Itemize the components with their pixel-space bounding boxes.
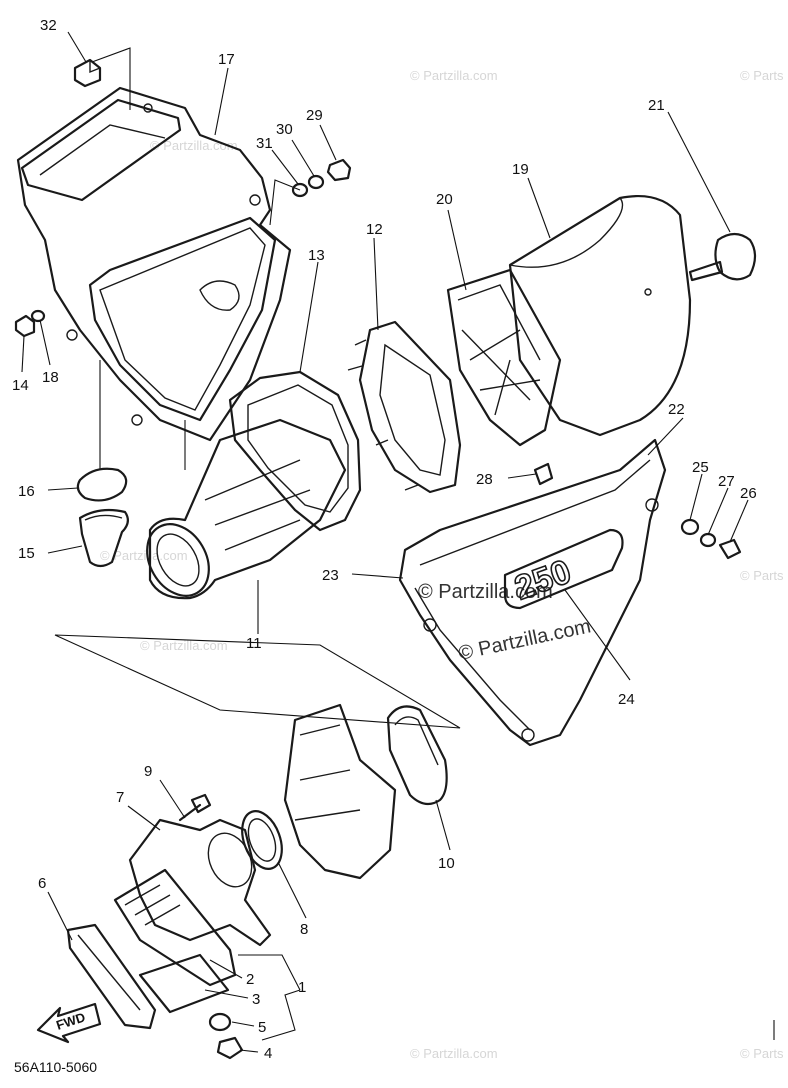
part-clamp-10: [386, 705, 448, 806]
part-28: [533, 462, 554, 486]
callout-labels: 32 17 29 30 31 21 19 20 12 13 14 18 22 2…: [12, 17, 757, 1062]
watermark: © Partzilla.com: [100, 548, 188, 563]
part-joint-15: [78, 508, 129, 568]
callout-29: 29: [306, 107, 323, 124]
part-wing-bolt-21: [688, 232, 757, 282]
leader-lines: [21, 31, 749, 1053]
part-filter-element-19: [508, 194, 692, 437]
callout-8: 8: [300, 921, 308, 938]
part-nut-5: [208, 1012, 232, 1032]
watermark: © Partzilla.com: [140, 638, 228, 653]
callout-2: 2: [246, 971, 254, 988]
callout-5: 5: [258, 1019, 266, 1036]
callout-15: 15: [18, 545, 35, 562]
part-reed-valve-2-3: [113, 868, 237, 1014]
callout-27: 27: [718, 473, 735, 490]
part-gasket-6: [66, 923, 157, 1030]
callout-30: 30: [276, 121, 293, 138]
callout-32: 32: [40, 17, 57, 34]
part-plate-12: [347, 320, 462, 494]
callout-4: 4: [264, 1045, 272, 1062]
callout-25: 25: [692, 459, 709, 476]
callout-24: 24: [618, 691, 635, 708]
callout-12: 12: [366, 221, 383, 238]
callout-14: 14: [12, 377, 29, 394]
part-intake-boot-11: [146, 418, 347, 600]
callout-10: 10: [438, 855, 455, 872]
callout-21: 21: [648, 97, 665, 114]
callout-19: 19: [512, 161, 529, 178]
callout-17: 17: [218, 51, 235, 68]
callout-3: 3: [252, 991, 260, 1008]
part-bolt-4: [216, 1036, 244, 1060]
callout-22: 22: [668, 401, 685, 418]
watermark: © Parts: [740, 1046, 784, 1061]
part-bolt-9: [178, 793, 212, 822]
part-clamp-8: [241, 810, 283, 870]
callout-9: 9: [144, 763, 152, 780]
watermark: © Partzilla.com: [150, 138, 238, 153]
watermark: © Partzilla.com: [410, 68, 498, 83]
part-bolt-32: [73, 58, 102, 88]
part-nut-14: [14, 314, 36, 338]
callout-6: 6: [38, 875, 46, 892]
callout-7: 7: [116, 789, 124, 806]
part-carburetor-joint-7: [128, 818, 272, 947]
callout-1: 1: [298, 979, 306, 996]
watermark: © Partzilla.com: [456, 615, 592, 665]
fwd-arrow-icon: FWD: [36, 1002, 102, 1044]
callout-26: 26: [740, 485, 757, 502]
part-air-box: [16, 86, 292, 442]
watermark: © Partzilla.com: [410, 1046, 498, 1061]
watermark: © Parts: [740, 568, 784, 583]
part-carburetor: [283, 703, 397, 880]
watermark: © Partzilla.com: [418, 581, 553, 603]
callout-16: 16: [18, 483, 35, 500]
part-o-ring-16: [76, 467, 128, 502]
part-washers-29-31: [291, 158, 352, 198]
part-washer-18: [30, 309, 46, 323]
callout-28: 28: [476, 471, 493, 488]
callout-23: 23: [322, 567, 339, 584]
callout-18: 18: [42, 369, 59, 386]
watermark: © Parts: [740, 68, 784, 83]
callout-13: 13: [308, 247, 325, 264]
diagram-code: 56A110-5060: [14, 1059, 97, 1075]
part-filter-guide-20: [446, 268, 562, 447]
callout-31: 31: [256, 135, 273, 152]
cover-logo: 250: [510, 552, 576, 607]
callout-11: 11: [246, 635, 262, 652]
callout-20: 20: [436, 191, 453, 208]
part-gasket-13: [228, 370, 362, 532]
